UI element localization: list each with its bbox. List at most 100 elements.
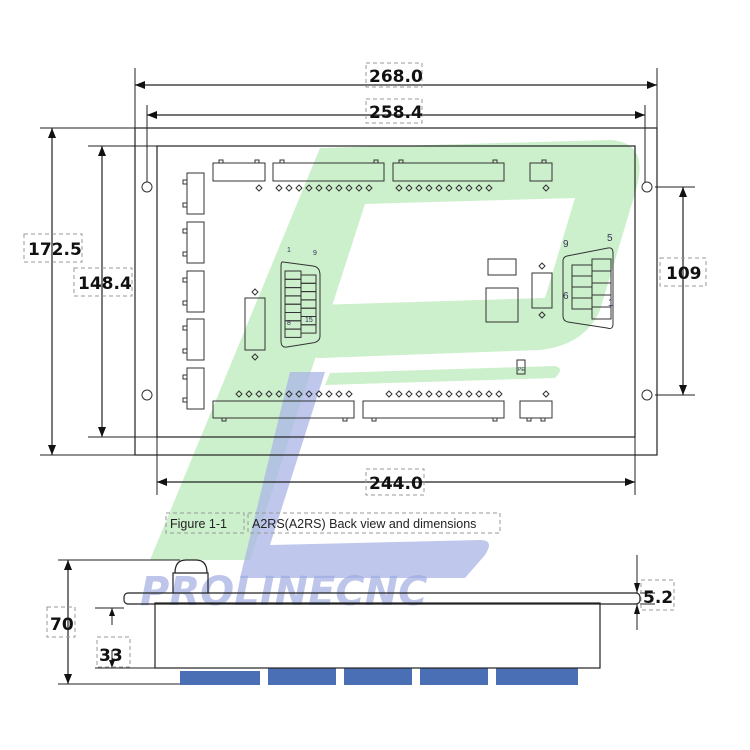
pad-diamond (445, 184, 453, 192)
pad-diamond (465, 184, 473, 192)
pad-diamond (538, 262, 546, 270)
pad-diamond (495, 390, 503, 398)
mounting-feet (180, 668, 578, 685)
ic-chip (485, 287, 519, 323)
connector-tab (182, 202, 188, 208)
pad-diamond (235, 390, 243, 398)
pcb-components (182, 159, 614, 422)
pad-diamond (475, 390, 483, 398)
side-connector (186, 367, 205, 410)
pad-diamond (255, 184, 263, 192)
connector-tab (398, 159, 404, 164)
pad-diamond (245, 390, 253, 398)
connector-tab (279, 159, 285, 164)
connector-tab (541, 159, 547, 164)
arrowhead (679, 187, 687, 197)
pad-diamond (485, 184, 493, 192)
side-connector (186, 221, 205, 264)
side-view: 70 33 5.2 (46, 559, 675, 685)
mounting-hole (141, 389, 153, 401)
pin-label: 9 (313, 250, 317, 257)
bottom-connector (362, 400, 505, 419)
component (531, 272, 553, 309)
pin-labels: 1 9 8 15 9 5 6 1 PE (287, 233, 614, 373)
arrowhead (48, 128, 56, 138)
pad-diamond (425, 390, 433, 398)
arrowhead (635, 111, 645, 119)
side-connector (186, 172, 205, 215)
top-connector (272, 162, 385, 182)
pad-diamond (251, 353, 259, 361)
db9-pin (591, 306, 612, 320)
pin-label: 15 (305, 317, 313, 324)
pad-diamond (365, 184, 373, 192)
pad-diamond (475, 184, 483, 192)
outer-plate (134, 127, 658, 456)
connector-tab (492, 417, 498, 422)
top-connector (212, 162, 266, 182)
db15-connector (280, 261, 321, 348)
front-flange (123, 592, 641, 605)
top-connector (392, 162, 505, 182)
pad-diamond (465, 390, 473, 398)
pad-diamond (325, 184, 333, 192)
connector-tab (342, 417, 348, 422)
dim-body-depth: 33 (99, 646, 123, 666)
dim-outer-width: 268.0 (369, 67, 423, 87)
arrowhead (157, 478, 167, 486)
dim-outer-height: 172.5 (28, 240, 82, 260)
pad-diamond (335, 390, 343, 398)
arrowhead (147, 111, 157, 119)
side-connector (186, 318, 205, 361)
pad-diamond (538, 311, 546, 319)
pad-diamond (542, 390, 550, 398)
pad-diamond (325, 390, 333, 398)
dimension-labels: 268.0 258.4 172.5 148.4 109 244.0 (23, 62, 707, 496)
arrowhead (64, 674, 72, 684)
inner-panel (156, 145, 636, 438)
component (487, 258, 517, 276)
mounting-hole (641, 389, 653, 401)
dim-total-depth: 70 (50, 615, 74, 635)
connector-tab (182, 325, 188, 331)
top-connector (529, 162, 553, 182)
pad-diamond (455, 184, 463, 192)
pin-label: 6 (563, 291, 569, 302)
arrowhead (98, 146, 106, 156)
connector-tab (221, 417, 227, 422)
dim-inner-width: 244.0 (369, 474, 423, 494)
arrowhead (634, 583, 640, 593)
pad-diamond (295, 390, 303, 398)
ic-chip (244, 297, 266, 351)
pad-diamond (425, 184, 433, 192)
connector-tab (182, 277, 188, 283)
watermark-text: PROLINECNC (140, 569, 427, 615)
dim-hole-spacing-width: 258.4 (369, 103, 423, 123)
pad-diamond (305, 390, 313, 398)
pad-diamond (395, 184, 403, 192)
pad-diamond (415, 390, 423, 398)
pin-label: 5 (607, 233, 613, 244)
watermark-green-bar (325, 366, 560, 385)
pe-label: PE (518, 367, 525, 373)
pad-diamond (455, 390, 463, 398)
pad-diamond (315, 390, 323, 398)
connector-tab (540, 417, 546, 422)
connector-tab (182, 179, 188, 185)
side-connector (186, 270, 205, 313)
pad-diamond (251, 288, 259, 296)
handwheel-knob (172, 559, 209, 593)
connector-tab (526, 417, 532, 422)
pad-diamond (385, 390, 393, 398)
pad-diamond (345, 390, 353, 398)
arrowhead (109, 660, 115, 668)
pad-diamond (542, 184, 550, 192)
pad-diamond (415, 184, 423, 192)
pad-diamond (405, 390, 413, 398)
pad-diamond (395, 390, 403, 398)
db15-pin (300, 324, 317, 334)
pad-diamond (315, 184, 323, 192)
pad-diamond (435, 184, 443, 192)
enclosure-body (154, 602, 601, 669)
